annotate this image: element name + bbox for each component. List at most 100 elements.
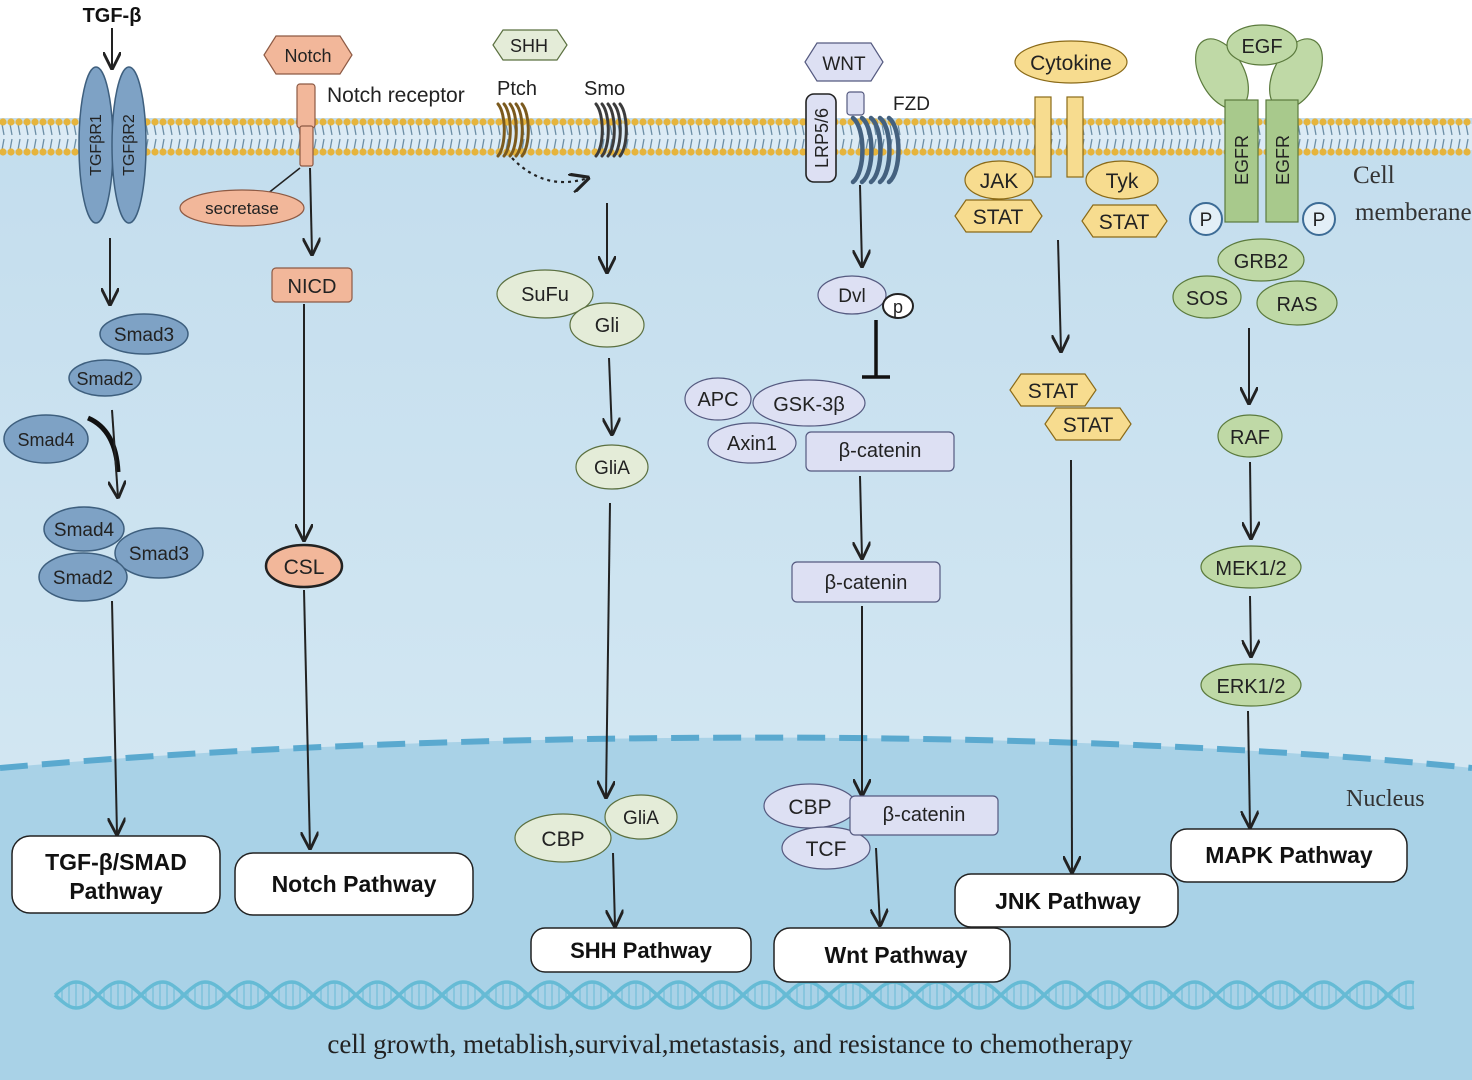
lipid-head (1463, 148, 1471, 156)
lipid-tail (881, 123, 885, 136)
tyk-label: Tyk (1106, 170, 1139, 193)
lipid-tail (1001, 123, 1005, 136)
lipid-head (231, 148, 239, 156)
lipid-head (671, 148, 679, 156)
lipid-tail (705, 123, 709, 136)
lipid-head (791, 118, 799, 126)
lipid-head (735, 118, 743, 126)
lipid-tail (529, 123, 533, 136)
lipid-head (631, 148, 639, 156)
lipid-tail (585, 123, 589, 136)
lipid-head (1175, 118, 1183, 126)
lipid-head (1303, 148, 1311, 156)
lipid-tail (1385, 123, 1389, 136)
lipid-head (767, 118, 775, 126)
stat-left-hexagon (954, 199, 1043, 233)
smad4-recruit-curve (86, 415, 121, 473)
lipid-tail (857, 138, 861, 151)
coil-loop (520, 102, 530, 158)
lipid-tail (1193, 138, 1197, 151)
outcome-label: cell growth, metablish,survival,metastas… (327, 1029, 1133, 1059)
cytokine-label: Cytokine (1030, 52, 1112, 75)
lipid-head (319, 118, 327, 126)
lipid-tail (1345, 138, 1349, 151)
lipid-head (367, 118, 375, 126)
lipid-tail (977, 123, 981, 136)
lipid-head (31, 148, 39, 156)
lipid-tail (345, 138, 349, 151)
stat-right-hexagon (1081, 204, 1168, 238)
phospho-right-node (1302, 202, 1336, 236)
lipid-tail (473, 138, 477, 151)
lipid-tail (1217, 138, 1221, 151)
lipid-tail (1353, 138, 1357, 151)
ptch-to-smo-dotted-arrow (511, 157, 588, 182)
tyk-node (1085, 160, 1159, 200)
lipid-head (1431, 148, 1439, 156)
lipid-head (863, 148, 871, 156)
lipid-tail (561, 138, 565, 151)
ptch-receptor-coil (496, 102, 530, 158)
lipid-head (759, 148, 767, 156)
lipid-head (1215, 148, 1223, 156)
lipid-head (1135, 148, 1143, 156)
lipid-head (567, 118, 575, 126)
lipid-head (1023, 118, 1031, 126)
lipid-tail (1009, 138, 1013, 151)
lipid-head (991, 148, 999, 156)
lipid-head (47, 148, 55, 156)
sufu-label: SuFu (521, 284, 569, 306)
lipid-tail (441, 138, 445, 151)
egfr-left-receptor (1224, 99, 1259, 223)
lipid-head (751, 148, 759, 156)
lipid-head (1423, 118, 1431, 126)
lipid-tail (873, 138, 877, 151)
smad3-node (99, 313, 189, 355)
lipid-tail (153, 123, 157, 136)
lipid-head (1015, 148, 1023, 156)
lipid-tail (1417, 138, 1421, 151)
complex-smad3 (114, 527, 204, 579)
shh-arrow-3 (606, 502, 610, 797)
erk-label: ERK1/2 (1217, 676, 1286, 698)
lipid-head (999, 118, 1007, 126)
lipid-tail (1097, 123, 1101, 136)
lipid-tail (673, 138, 677, 151)
lipid-head (1023, 148, 1031, 156)
lipid-tail (257, 123, 261, 136)
lipid-tail (33, 123, 37, 136)
lipid-tail (1401, 138, 1405, 151)
lipid-tail (433, 123, 437, 136)
sos-label: SOS (1186, 288, 1228, 310)
stat-dimer-1-label: STAT (1028, 380, 1079, 403)
lipid-tail (1377, 123, 1381, 136)
lipid-head (1119, 148, 1127, 156)
lipid-head (1327, 118, 1335, 126)
lipid-tail (793, 123, 797, 136)
tgf-arrow-3 (112, 600, 117, 834)
cbp-wnt-label: CBP (788, 796, 831, 819)
lipid-tail (705, 138, 709, 151)
lipid-tail (1025, 123, 1029, 136)
lipid-tail (449, 123, 453, 136)
lipid-head (1439, 118, 1447, 126)
lipid-head (1311, 148, 1319, 156)
lipid-tail (1209, 138, 1213, 151)
lipid-tail (313, 138, 317, 151)
lipid-tail (681, 138, 685, 151)
lipid-tail (1001, 138, 1005, 151)
lipid-tail (281, 123, 285, 136)
lipid-tail (73, 138, 77, 151)
lipid-tail (945, 123, 949, 136)
lipid-head (463, 118, 471, 126)
lipid-tail (689, 138, 693, 151)
egfr-right-label: EGFR (1273, 135, 1293, 185)
lipid-head (279, 148, 287, 156)
lipid-tail (1425, 123, 1429, 136)
wnt-pathway-box (773, 927, 1011, 983)
ras-label: RAS (1276, 294, 1317, 316)
lipid-tail (905, 138, 909, 151)
lipid-tail (801, 123, 805, 136)
lipid-head (543, 118, 551, 126)
lipid-head (991, 118, 999, 126)
